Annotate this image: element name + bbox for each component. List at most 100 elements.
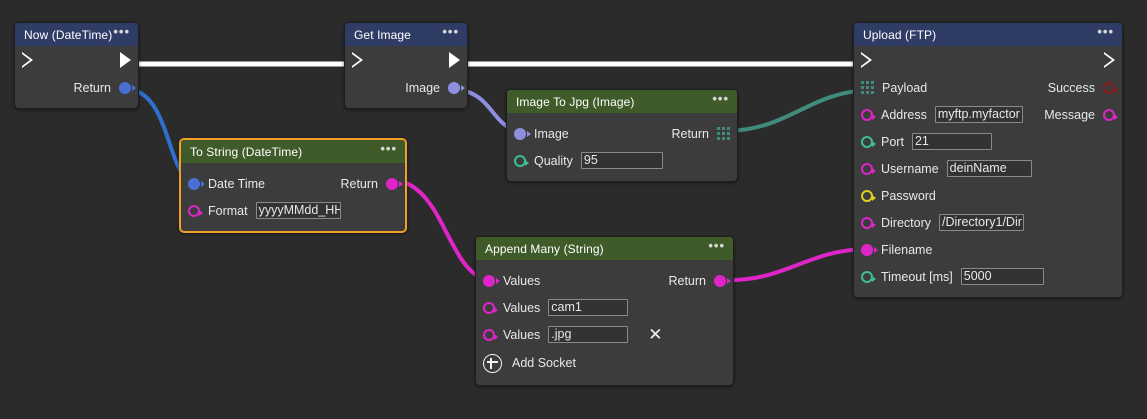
input-append-many-1[interactable]: cam1 xyxy=(548,299,629,316)
node-title-upload-ftp: Upload (FTP) xyxy=(863,27,937,42)
add-socket-label: Add Socket xyxy=(512,356,576,370)
add-socket-button[interactable]: Add Socket xyxy=(476,348,733,378)
node-bottom-spacer xyxy=(181,224,405,231)
input-append-many-2[interactable]: .jpg xyxy=(548,326,629,343)
node-title-image-to-jpg: Image To Jpg (Image) xyxy=(516,94,635,109)
socket-image-to-jpg-1[interactable] xyxy=(514,154,529,167)
node-header-image-to-jpg[interactable]: Image To Jpg (Image) ••• xyxy=(507,90,737,113)
socket-upload-ftp-4[interactable] xyxy=(861,189,876,202)
socket-upload-ftp-0[interactable] xyxy=(861,81,874,94)
input-image-to-jpg-1[interactable]: 95 xyxy=(580,152,663,169)
node-row: Directory/Directory1/Dir xyxy=(854,209,1122,236)
row-label-upload-ftp-7: Timeout [ms] xyxy=(881,269,953,284)
row-label-to-string-1: Format xyxy=(208,203,248,218)
socket-to-string-1[interactable] xyxy=(188,204,203,217)
row-output-label-to-string-0: Return xyxy=(340,176,378,191)
output-socket-upload-ftp-1[interactable] xyxy=(1103,108,1118,121)
node-title-append-many: Append Many (String) xyxy=(485,241,604,256)
output-socket-upload-ftp-0[interactable] xyxy=(1103,81,1118,94)
input-upload-ftp-7[interactable]: 5000 xyxy=(960,268,1044,285)
node-now[interactable]: Now (DateTime)••• Return xyxy=(14,22,139,109)
node-menu-icon-now[interactable]: ••• xyxy=(113,24,130,39)
row-label-upload-ftp-0: Payload xyxy=(882,80,928,95)
socket-upload-ftp-2[interactable] xyxy=(861,135,876,148)
node-title-now: Now (DateTime) xyxy=(24,27,113,42)
socket-upload-ftp-7[interactable] xyxy=(861,270,876,283)
node-body-get-image: Image xyxy=(345,46,467,108)
node-row: Username deinName xyxy=(854,155,1122,182)
node-menu-icon-get-image[interactable]: ••• xyxy=(442,24,459,39)
row-left: Image xyxy=(514,127,671,141)
node-bottom-spacer xyxy=(507,174,737,181)
output-socket-image-to-jpg-0[interactable] xyxy=(717,127,730,140)
exec-out-arrow-icon-get-image[interactable] xyxy=(449,52,460,68)
socket-image-to-jpg-0[interactable] xyxy=(514,127,531,140)
row-left: Directory/Directory1/Dir xyxy=(861,214,1115,231)
row-label-upload-ftp-3: Username xyxy=(881,161,939,176)
input-upload-ftp-5[interactable]: /Directory1/Dir xyxy=(939,214,1025,231)
exec-out-arrow-icon-now[interactable] xyxy=(120,52,131,68)
row-output-label-now-0: Return xyxy=(73,80,111,95)
node-body-now: Return xyxy=(15,46,138,108)
socket-append-many-2[interactable] xyxy=(483,328,498,341)
input-upload-ftp-2[interactable]: 21 xyxy=(911,133,992,150)
input-to-string-1[interactable]: yyyyMMdd_HH xyxy=(255,202,341,219)
node-row: Filename xyxy=(854,236,1122,263)
socket-upload-ftp-3[interactable] xyxy=(861,162,876,175)
input-upload-ftp-3[interactable]: deinName xyxy=(946,160,1032,177)
node-menu-icon-upload-ftp[interactable]: ••• xyxy=(1097,24,1114,39)
input-upload-ftp-1[interactable]: myftp.myfactor xyxy=(934,106,1023,123)
socket-upload-ftp-5[interactable] xyxy=(861,216,876,229)
node-menu-icon-image-to-jpg[interactable]: ••• xyxy=(712,91,729,106)
row-label-upload-ftp-1: Address xyxy=(881,107,927,122)
row-left: Format yyyyMMdd_HH xyxy=(188,202,398,219)
remove-socket-button-2[interactable]: ✕ xyxy=(648,325,663,344)
output-socket-now-0[interactable] xyxy=(119,81,136,94)
row-right: Return xyxy=(340,176,403,191)
row-label-append-many-1: Values xyxy=(503,300,541,315)
node-header-now[interactable]: Now (DateTime)••• xyxy=(15,23,138,46)
socket-upload-ftp-1[interactable] xyxy=(861,108,876,121)
node-bottom-spacer xyxy=(345,101,467,108)
row-output-label-get-image-0: Image xyxy=(405,80,440,95)
node-header-to-string[interactable]: To String (DateTime) ••• xyxy=(181,140,405,163)
data-jpg-return-to-payload[interactable] xyxy=(729,88,867,133)
node-header-append-many[interactable]: Append Many (String) ••• xyxy=(476,237,733,260)
exec-out-arrow-icon-upload-ftp[interactable] xyxy=(1104,52,1115,68)
row-left: Address myftp.myfactor xyxy=(861,106,1044,123)
exec-in-arrow-icon-get-image[interactable] xyxy=(352,52,363,68)
row-label-upload-ftp-5: Directory xyxy=(881,215,932,230)
exec-in-arrow-icon-now[interactable] xyxy=(22,52,33,68)
node-title-to-string: To String (DateTime) xyxy=(190,144,303,159)
data-tostring-return-to-append-values[interactable] xyxy=(399,179,487,282)
node-get-image[interactable]: Get Image••• Image xyxy=(344,22,468,109)
output-socket-to-string-0[interactable] xyxy=(386,177,403,190)
node-menu-icon-append-many[interactable]: ••• xyxy=(708,238,725,253)
data-append-return-to-filename[interactable] xyxy=(723,247,865,283)
exec-in-arrow-icon-upload-ftp[interactable] xyxy=(861,52,872,68)
socket-to-string-0[interactable] xyxy=(188,177,205,190)
socket-upload-ftp-6[interactable] xyxy=(861,243,878,256)
row-left: Values.jpg✕ xyxy=(483,326,726,343)
node-header-upload-ftp[interactable]: Upload (FTP) ••• xyxy=(854,23,1122,46)
socket-append-many-1[interactable] xyxy=(483,301,498,314)
node-menu-icon-to-string[interactable]: ••• xyxy=(380,141,397,156)
output-socket-append-many-0[interactable] xyxy=(714,274,731,287)
node-header-get-image[interactable]: Get Image••• xyxy=(345,23,467,46)
row-left: Values xyxy=(483,274,668,288)
node-row: Values.jpg✕ xyxy=(476,321,733,348)
output-socket-get-image-0[interactable] xyxy=(448,81,465,94)
node-row: Values cam1 xyxy=(476,294,733,321)
socket-append-many-0[interactable] xyxy=(483,274,500,287)
